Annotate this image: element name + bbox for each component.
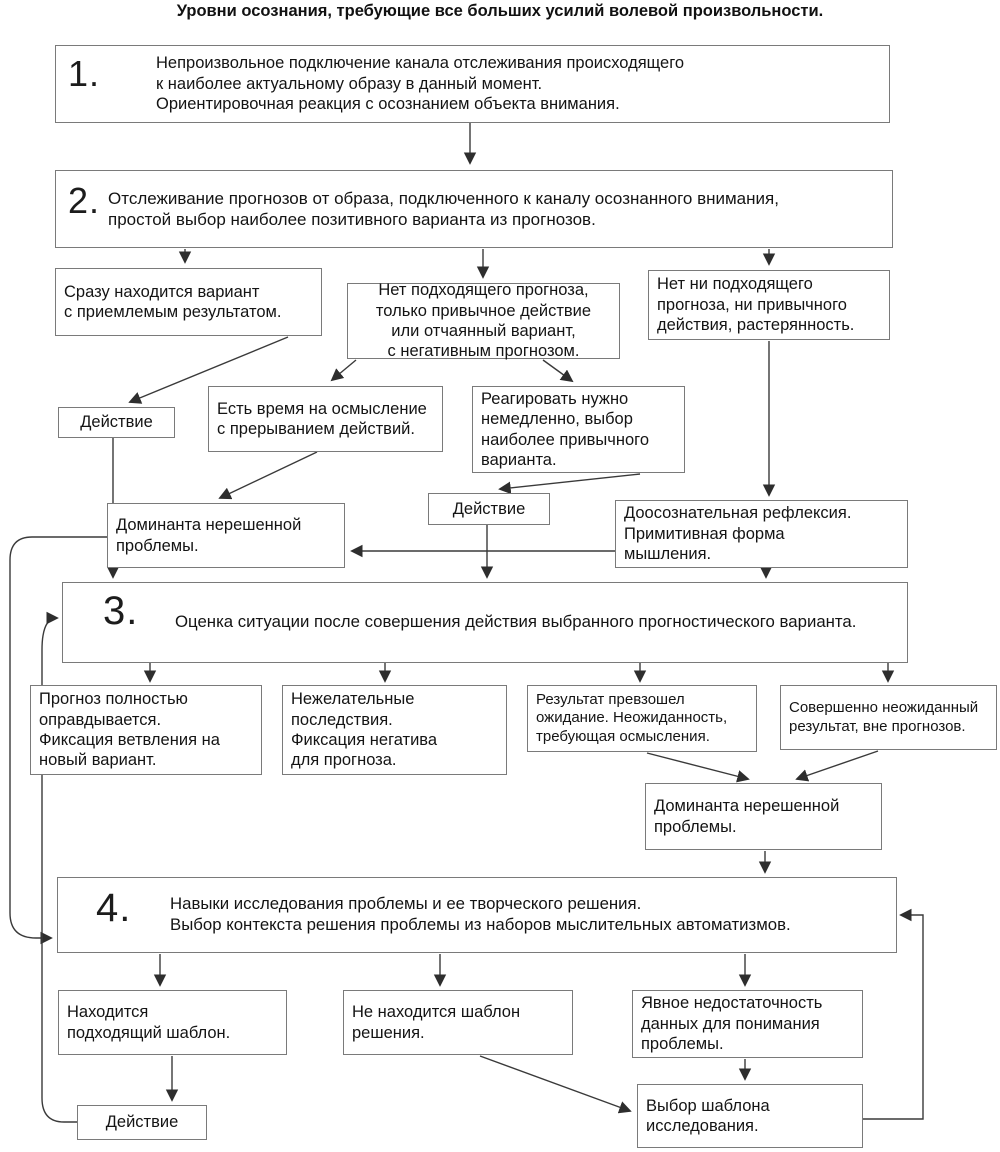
outcome-no-suitable-forecast: Нет подходящего прогноза, только привычн… (347, 281, 620, 360)
level-2-number: 2. (68, 180, 101, 221)
level-2-text: Отслеживание прогнозов от образа, подклю… (108, 188, 779, 229)
level-3-number: 3. (103, 589, 139, 633)
dominant-unsolved-problem-box-2: Доминанта нерешенной проблемы. (645, 783, 882, 850)
outcome-undesirable-consequences: Нежелательные последствия. Фиксация нега… (282, 685, 507, 775)
preconscious-reflection-box: Доосознательная рефлексия. Примитивная ф… (615, 500, 908, 568)
outcome-result-exceeded: Результат превзошел ожидание. Неожиданно… (527, 685, 757, 752)
outcome-immediate-variant: Сразу находится вариант с приемлемым рез… (55, 268, 322, 336)
outcome-unexpected-result: Совершенно неожиданный результат, вне пр… (780, 685, 997, 750)
outcome-template-not-found: Не находится шаблон решения. (343, 990, 573, 1055)
outcome-insufficient-data: Явное недостаточность данных для пониман… (632, 990, 863, 1058)
outcome-template-found: Находится подходящий шаблон. (58, 990, 287, 1055)
level-3-text: Оценка ситуации после совершения действи… (175, 612, 857, 632)
level-4-box: 4. Навыки исследования проблемы и ее тво… (57, 877, 897, 953)
action-box-1: Действие (58, 407, 175, 438)
level-1-box: 1. Непроизвольное подключение канала отс… (55, 45, 890, 123)
dominant-unsolved-problem-box-1: Доминанта нерешенной проблемы. (107, 503, 345, 568)
outcome-forecast-confirmed: Прогноз полностью оправдывается. Фиксаци… (30, 685, 262, 775)
action-box-2: Действие (428, 493, 550, 525)
level-1-text: Непроизвольное подключение канала отслеж… (156, 54, 685, 114)
time-to-reflect-box: Есть время на осмысление с прерыванием д… (208, 386, 443, 452)
action-box-3: Действие (77, 1105, 207, 1140)
diagram-title: Уровни осознания, требующие все больших … (176, 2, 824, 20)
react-immediately-box: Реагировать нужно немедленно, выбор наиб… (472, 386, 685, 473)
level-1-number: 1. (68, 53, 101, 94)
research-template-choice-box: Выбор шаблона исследования. (637, 1084, 863, 1148)
level-4-number: 4. (96, 886, 132, 930)
level-4-text: Навыки исследования проблемы и ее творче… (170, 894, 791, 934)
level-3-box: 3. Оценка ситуации после совершения дейс… (62, 582, 908, 663)
outcome-no-forecast-no-habit: Нет ни подходящего прогноза, ни привычно… (648, 270, 890, 340)
level-2-box: 2. Отслеживание прогнозов от образа, под… (55, 170, 893, 248)
